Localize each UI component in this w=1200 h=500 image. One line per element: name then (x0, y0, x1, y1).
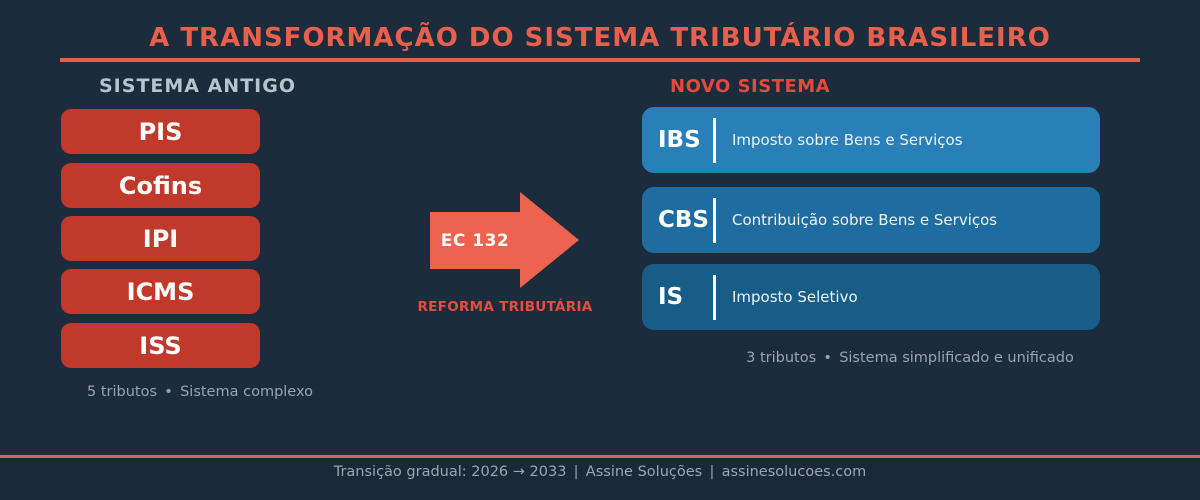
new-tax-acronym: IBS (658, 127, 701, 153)
title-underline (60, 58, 1140, 62)
new-tax-acronym: IS (658, 284, 684, 310)
old-tax-pill-iss: ISS (61, 323, 260, 368)
new-tax-card-ibs: IBS Imposto sobre Bens e Serviços (642, 107, 1100, 173)
new-tax-description: Contribuição sobre Bens e Serviços (732, 211, 998, 229)
reform-caption: REFORMA TRIBUTÁRIA (417, 299, 593, 315)
new-system-heading: NOVO SISTEMA (670, 76, 831, 97)
transition-arrow-body: EC 132 (430, 212, 520, 269)
new-tax-acronym: CBS (658, 207, 709, 233)
old-tax-pill-cofins: Cofins (61, 163, 260, 208)
old-system-caption: 5 tributos • Sistema complexo (87, 384, 313, 400)
arrow-label: EC 132 (440, 230, 510, 251)
arrow-head-icon (520, 192, 579, 288)
footer-text: Transição gradual: 2026 → 2033 | Assine … (333, 464, 867, 480)
old-tax-pill-ipi: IPI (61, 216, 260, 261)
old-system-heading: SISTEMA ANTIGO (99, 75, 296, 97)
old-tax-pill-icms: ICMS (61, 269, 260, 314)
page-title: A TRANSFORMAÇÃO DO SISTEMA TRIBUTÁRIO BR… (149, 23, 1051, 53)
new-tax-card-is: IS Imposto Seletivo (642, 264, 1100, 330)
vertical-divider (713, 197, 716, 243)
vertical-divider (713, 274, 716, 320)
new-tax-card-cbs: CBS Contribuição sobre Bens e Serviços (642, 187, 1100, 253)
old-tax-pill-pis: PIS (61, 109, 260, 154)
new-tax-description: Imposto Seletivo (732, 288, 858, 306)
footer-bar: Transição gradual: 2026 → 2033 | Assine … (0, 455, 1200, 500)
new-system-caption: 3 tributos • Sistema simplificado e unif… (746, 350, 1074, 366)
new-tax-description: Imposto sobre Bens e Serviços (732, 131, 963, 149)
vertical-divider (713, 117, 716, 163)
